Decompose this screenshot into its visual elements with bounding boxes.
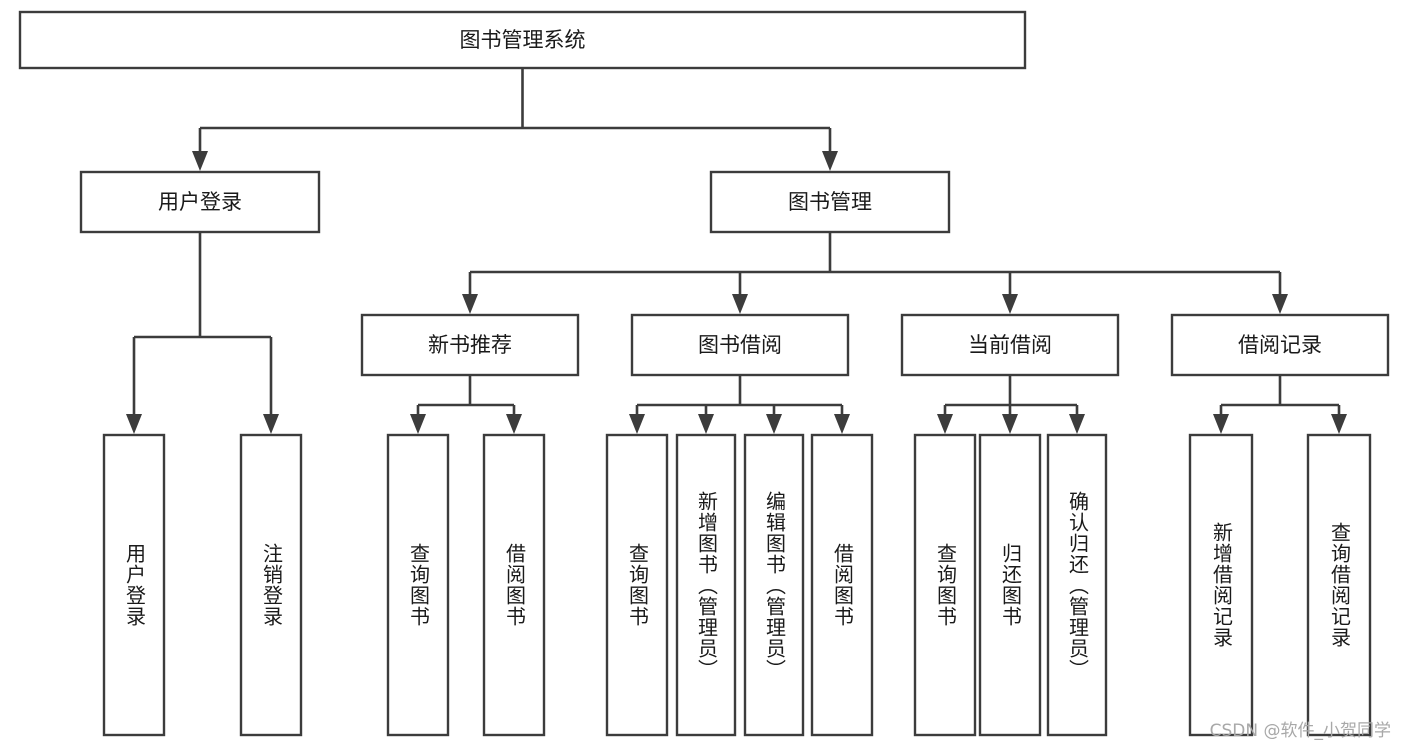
node-leaf-query-book-2[interactable] xyxy=(605,433,669,737)
user-login-to-leaves-arrow-1 xyxy=(263,414,279,434)
book-borrow-to-leaves-arrow-3 xyxy=(834,414,850,434)
node-user-login[interactable] xyxy=(79,170,321,234)
node-leaf-borrow-book-1[interactable] xyxy=(482,433,546,737)
new-book-rec-to-leaves-arrow-0 xyxy=(410,414,426,434)
book-manage-to-level3-arrow-0 xyxy=(462,294,478,314)
node-leaf-query-record[interactable] xyxy=(1306,433,1372,737)
node-new-book-rec[interactable] xyxy=(360,313,580,377)
borrow-record-to-leaves-arrow-1 xyxy=(1331,414,1347,434)
user-login-to-leaves-arrow-0 xyxy=(126,414,142,434)
node-borrow-record-label: 借阅记录 xyxy=(1238,333,1322,357)
node-book-borrow-label: 图书借阅 xyxy=(698,333,782,357)
node-current-borrow-label: 当前借阅 xyxy=(968,333,1052,357)
node-book-borrow[interactable] xyxy=(630,313,850,377)
node-leaf-query-book-3[interactable] xyxy=(913,433,977,737)
node-leaf-query-book-1[interactable] xyxy=(386,433,450,737)
book-borrow-to-leaves-arrow-1 xyxy=(698,414,714,434)
root-to-level2-arrow-0 xyxy=(192,151,208,171)
current-borrow-to-leaves-arrow-2 xyxy=(1069,414,1085,434)
root-to-level2-arrow-1 xyxy=(822,151,838,171)
node-root[interactable] xyxy=(18,10,1027,70)
node-book-manage[interactable] xyxy=(709,170,951,234)
current-borrow-to-leaves-arrow-1 xyxy=(1002,414,1018,434)
book-borrow-to-leaves-arrow-2 xyxy=(766,414,782,434)
book-manage-to-level3-arrow-2 xyxy=(1002,294,1018,314)
current-borrow-to-leaves-arrow-0 xyxy=(937,414,953,434)
node-leaf-confirm-return[interactable] xyxy=(1046,433,1108,737)
book-borrow-to-leaves-arrow-0 xyxy=(629,414,645,434)
node-borrow-record[interactable] xyxy=(1170,313,1390,377)
node-new-book-rec-label: 新书推荐 xyxy=(428,333,512,357)
node-leaf-borrow-book-2[interactable] xyxy=(810,433,874,737)
node-leaf-return-book[interactable] xyxy=(978,433,1042,737)
node-current-borrow[interactable] xyxy=(900,313,1120,377)
borrow-record-to-leaves-arrow-0 xyxy=(1213,414,1229,434)
node-box-layer xyxy=(18,10,1390,737)
node-leaf-user-logout[interactable] xyxy=(239,433,303,737)
node-root-label: 图书管理系统 xyxy=(460,28,586,52)
connector-layer xyxy=(126,68,1347,434)
book-manage-to-level3-arrow-3 xyxy=(1272,294,1288,314)
node-leaf-add-book[interactable] xyxy=(675,433,737,737)
book-manage-to-level3-arrow-1 xyxy=(732,294,748,314)
node-book-manage-label: 图书管理 xyxy=(788,190,872,214)
node-leaf-edit-book[interactable] xyxy=(743,433,805,737)
node-user-login-label: 用户登录 xyxy=(158,190,242,214)
node-leaf-add-record[interactable] xyxy=(1188,433,1254,737)
node-leaf-user-login[interactable] xyxy=(102,433,166,737)
new-book-rec-to-leaves-arrow-1 xyxy=(506,414,522,434)
